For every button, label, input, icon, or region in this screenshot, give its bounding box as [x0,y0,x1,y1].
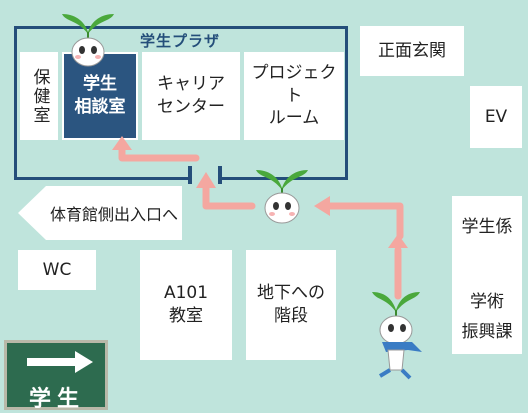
sprout-mascot-icon [256,170,308,224]
gym-side-exit: 体育館側出入口へ [18,186,182,240]
sprout-mascot-icon [372,292,422,380]
exit-arrow-icon [18,186,182,240]
student-affairs-label: 学生係 [461,217,513,237]
academic-promotion-office: 学術 振興課 [462,287,513,348]
student-plaza-frame [14,26,348,180]
academic-promotion-label-line1: 学術 [470,291,504,312]
floor-map: 学生プラザ 保健室 学生 相談室 キャリア センター プロジェクト ルーム 正面… [4,14,522,412]
route-arrow-icon [118,144,404,300]
career-center: キャリア センター [142,52,240,140]
health-room-label: 保健室 [29,67,50,125]
counseling-room-label-line1: 学生 [83,74,117,95]
elevator: EV [470,86,522,148]
gym-side-exit-label: 体育館側出入口へ [49,205,178,224]
classroom-a101-label-line1: A101 [163,283,209,304]
route-arrowheads [112,136,408,248]
basement-stairs: 地下への 階段 [246,250,336,360]
basement-stairs-label-line1: 地下への [257,283,325,304]
student-plaza-title: 学生プラザ [140,32,221,50]
basement-stairs-label-line2: 階段 [274,306,308,326]
classroom-a101-label-line2: 教室 [169,306,203,326]
student-counseling-room: 学生 相談室 [62,52,138,140]
project-room-label-line1: プロジェクト [251,62,337,106]
elevator-label: EV [484,106,508,127]
restroom-label: WC [42,259,72,280]
project-room: プロジェクト ルーム [244,52,344,140]
counseling-room-label-line2: 相談室 [74,97,126,117]
career-center-label-line1: キャリア [157,74,225,95]
classroom-a101: A101 教室 [140,250,232,360]
student-affairs-office: 学生係 学術 振興課 [452,196,522,354]
career-center-label-line2: センター [157,97,225,117]
main-entrance-label: 正面玄関 [378,40,446,61]
project-room-label-line2: ルーム [268,108,320,129]
route-overlay [62,14,422,380]
restroom: WC [18,250,96,290]
academic-promotion-label-line2: 振興課 [461,322,513,343]
health-room: 保健室 [20,52,58,140]
main-entrance: 正面玄関 [360,26,464,76]
arrow-right-icon [27,351,93,373]
sprout-mascot-icon [62,14,114,67]
